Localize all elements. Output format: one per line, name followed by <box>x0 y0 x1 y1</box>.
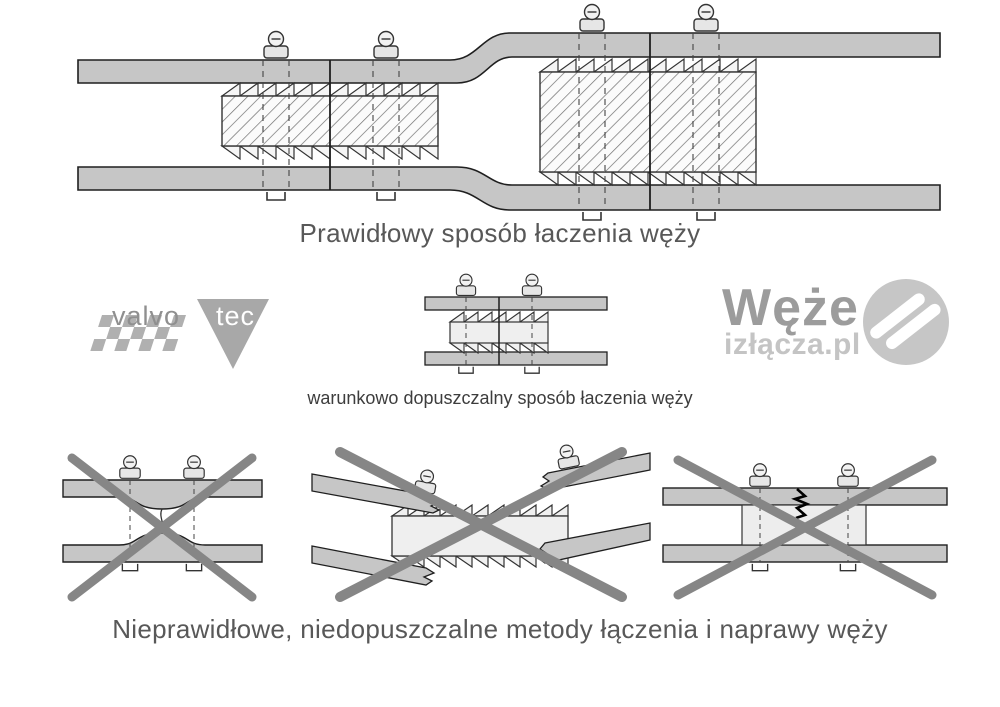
hose-clamp-screw-icon <box>119 455 141 479</box>
valvotec-suffix-text: tec <box>216 301 256 331</box>
checkered-flag-icon <box>90 315 186 351</box>
weze-logo-subtitle: izłącza.pl <box>724 328 861 361</box>
hose-clamp-bracket-icon <box>376 191 396 201</box>
deformed-hose-top-wall <box>62 479 263 510</box>
hose-clamp-screw-icon <box>837 463 859 487</box>
clamp-band-lines <box>129 480 195 562</box>
prohibition-cross-icon <box>673 455 937 600</box>
hose-clamp-bracket-icon <box>121 563 139 572</box>
valvotec-logo-graphic <box>90 299 269 369</box>
caption-correct-method: Prawidłowy sposób łaczenia węży <box>299 218 701 248</box>
clamp-band-lines <box>578 33 720 210</box>
prohibition-cross-icon <box>335 447 627 602</box>
correct-connection-diagram <box>77 3 941 221</box>
incorrect-method-2 <box>311 442 651 602</box>
hose-clamp-screw-icon <box>749 463 771 487</box>
hose-bottom-wall <box>662 544 948 563</box>
hose-clamp-screw-icon <box>455 273 477 296</box>
incorrect-method-1 <box>62 453 263 602</box>
prohibition-cross-icon <box>67 453 257 602</box>
hose-clamp-bracket-icon <box>839 563 857 572</box>
hose-clamp-bracket-icon <box>524 366 540 374</box>
weze-logo-title: Węże <box>722 279 859 337</box>
hose-clamp-bracket-icon <box>185 563 203 572</box>
hose-clamp-bracket-icon <box>266 191 286 201</box>
hose-clamp-bracket-icon <box>751 563 769 572</box>
hose-clamp-screw-icon <box>579 3 605 32</box>
caption-incorrect-methods: Nieprawidłowe, niedopuszczalne metody łą… <box>112 614 888 644</box>
hose-top-wall <box>77 32 941 84</box>
deformed-hose-bottom-wall <box>62 532 263 563</box>
hose-bottom-wall <box>77 166 941 211</box>
angled-hose-left-bottom <box>311 545 436 586</box>
hose-clamp-screw-icon <box>554 442 581 470</box>
valvotec-brand-text: valvo <box>112 301 181 331</box>
hose-clamp-screw-icon <box>373 30 399 59</box>
crack-damage-icon <box>791 488 811 520</box>
hose-bottom-wall <box>424 351 608 366</box>
triangle-shape <box>197 299 269 369</box>
pipes-graphic <box>870 293 941 350</box>
conditional-connection-diagram <box>424 273 608 374</box>
hose-clamp-bracket-icon <box>458 366 474 374</box>
clamp-band-lines <box>465 297 533 365</box>
hose-pipes-badge-icon <box>863 279 949 365</box>
caption-conditional-method: warunkowo dopuszczalny sposób łaczenia w… <box>307 388 693 408</box>
hose-clamp-screw-icon <box>693 3 719 32</box>
weze-logo-badge <box>863 279 949 365</box>
barbed-fitting-small <box>220 30 439 201</box>
hose-clamp-screw-icon <box>183 455 205 479</box>
incorrect-method-3 <box>662 455 948 600</box>
barbed-fitting-large <box>538 3 757 221</box>
fitting-top-barbs <box>390 503 569 518</box>
hose-clamp-screw-icon <box>521 273 543 296</box>
hose-clamp-screw-icon <box>263 30 289 59</box>
hose-top-wall <box>424 296 608 311</box>
